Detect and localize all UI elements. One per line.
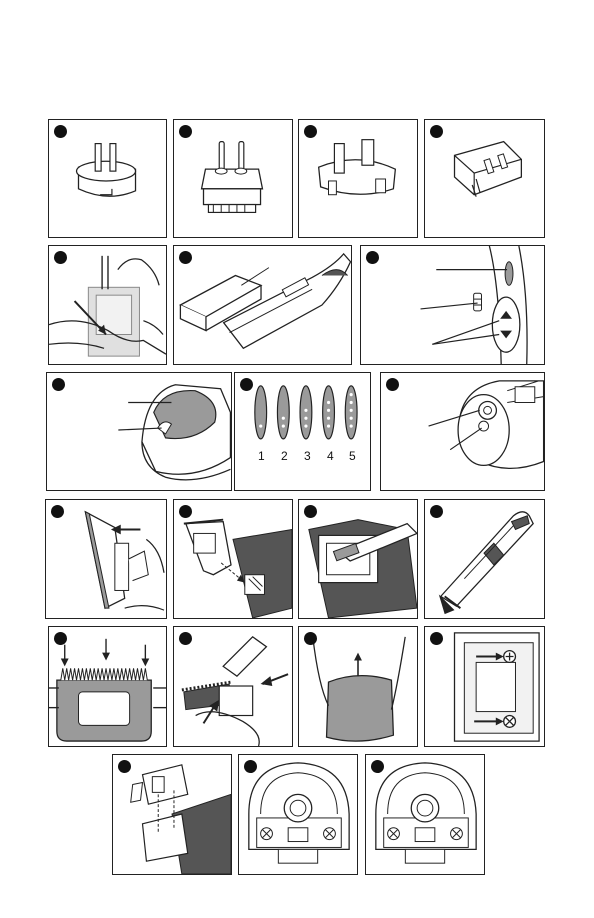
step-number-dot bbox=[179, 125, 192, 138]
step-number-dot bbox=[244, 760, 257, 773]
step-number-dot bbox=[118, 760, 131, 773]
led-level-label-1: 1 bbox=[258, 449, 265, 463]
led-level-label-2: 2 bbox=[281, 449, 288, 463]
led-level-label-5: 5 bbox=[349, 449, 356, 463]
panel-blade-install bbox=[173, 499, 293, 619]
screw-icon bbox=[425, 627, 544, 746]
panel-plug-adapter-us bbox=[424, 119, 545, 238]
socket-icon bbox=[381, 373, 544, 490]
panel-oiling bbox=[173, 626, 293, 747]
plug-adapter-uk-icon bbox=[299, 120, 417, 237]
step-number-dot bbox=[54, 125, 67, 138]
panel-screw bbox=[424, 626, 545, 747]
cleaning-brush-icon bbox=[299, 500, 417, 618]
motor-housing-icon bbox=[239, 755, 357, 874]
panel-motor-housing-b bbox=[365, 754, 485, 875]
led-level-label-3: 3 bbox=[304, 449, 311, 463]
step-number-dot bbox=[179, 251, 192, 264]
panel-cleaning-brush bbox=[298, 499, 418, 619]
panel-battery-pack bbox=[173, 245, 352, 365]
step-number-dot bbox=[179, 632, 192, 645]
panel-motor-housing-a bbox=[238, 754, 358, 875]
panel-socket bbox=[380, 372, 545, 491]
step-number-dot bbox=[430, 505, 443, 518]
step-number-dot bbox=[54, 251, 67, 264]
battery-pack-icon bbox=[174, 246, 351, 364]
charging-stand-icon bbox=[47, 373, 231, 490]
blade-guide-icon bbox=[49, 246, 166, 364]
step-number-dot bbox=[430, 632, 443, 645]
step-number-dot bbox=[304, 632, 317, 645]
blade-alignment-icon bbox=[49, 627, 166, 746]
panel-assembly bbox=[112, 754, 232, 875]
blade-remove-icon bbox=[46, 500, 166, 618]
step-number-dot bbox=[366, 251, 379, 264]
panel-clipper bbox=[424, 499, 545, 619]
step-number-dot bbox=[179, 505, 192, 518]
step-number-dot bbox=[52, 378, 65, 391]
panel-plug-adapter-au bbox=[48, 119, 167, 238]
panel-blade-guide bbox=[48, 245, 167, 365]
plug-adapter-au-icon bbox=[49, 120, 166, 237]
panel-led-indicator: 1 2 3 4 5 bbox=[234, 372, 371, 491]
step-number-dot bbox=[430, 125, 443, 138]
switch-icon bbox=[361, 246, 544, 364]
step-number-dot bbox=[304, 125, 317, 138]
step-number-dot bbox=[304, 505, 317, 518]
step-number-dot bbox=[54, 632, 67, 645]
assembly-icon bbox=[113, 755, 231, 874]
panel-blade-alignment bbox=[48, 626, 167, 747]
step-number-dot bbox=[51, 505, 64, 518]
panel-blade-remove bbox=[45, 499, 167, 619]
panel-switch bbox=[360, 245, 545, 365]
panel-plug-adapter-uk bbox=[298, 119, 418, 238]
motor-housing-icon bbox=[366, 755, 484, 874]
step-number-dot bbox=[240, 378, 253, 391]
step-number-dot bbox=[386, 378, 399, 391]
clipper-icon bbox=[425, 500, 544, 618]
plug-adapter-us-icon bbox=[425, 120, 544, 237]
plug-adapter-eu-icon bbox=[174, 120, 292, 237]
panel-charging-stand bbox=[46, 372, 232, 491]
step-number-dot bbox=[371, 760, 384, 773]
blade-guard-icon bbox=[299, 627, 417, 746]
led-level-label-4: 4 bbox=[327, 449, 334, 463]
panel-plug-adapter-eu bbox=[173, 119, 293, 238]
oiling-icon bbox=[174, 627, 292, 746]
blade-install-icon bbox=[174, 500, 292, 618]
panel-blade-guard bbox=[298, 626, 418, 747]
